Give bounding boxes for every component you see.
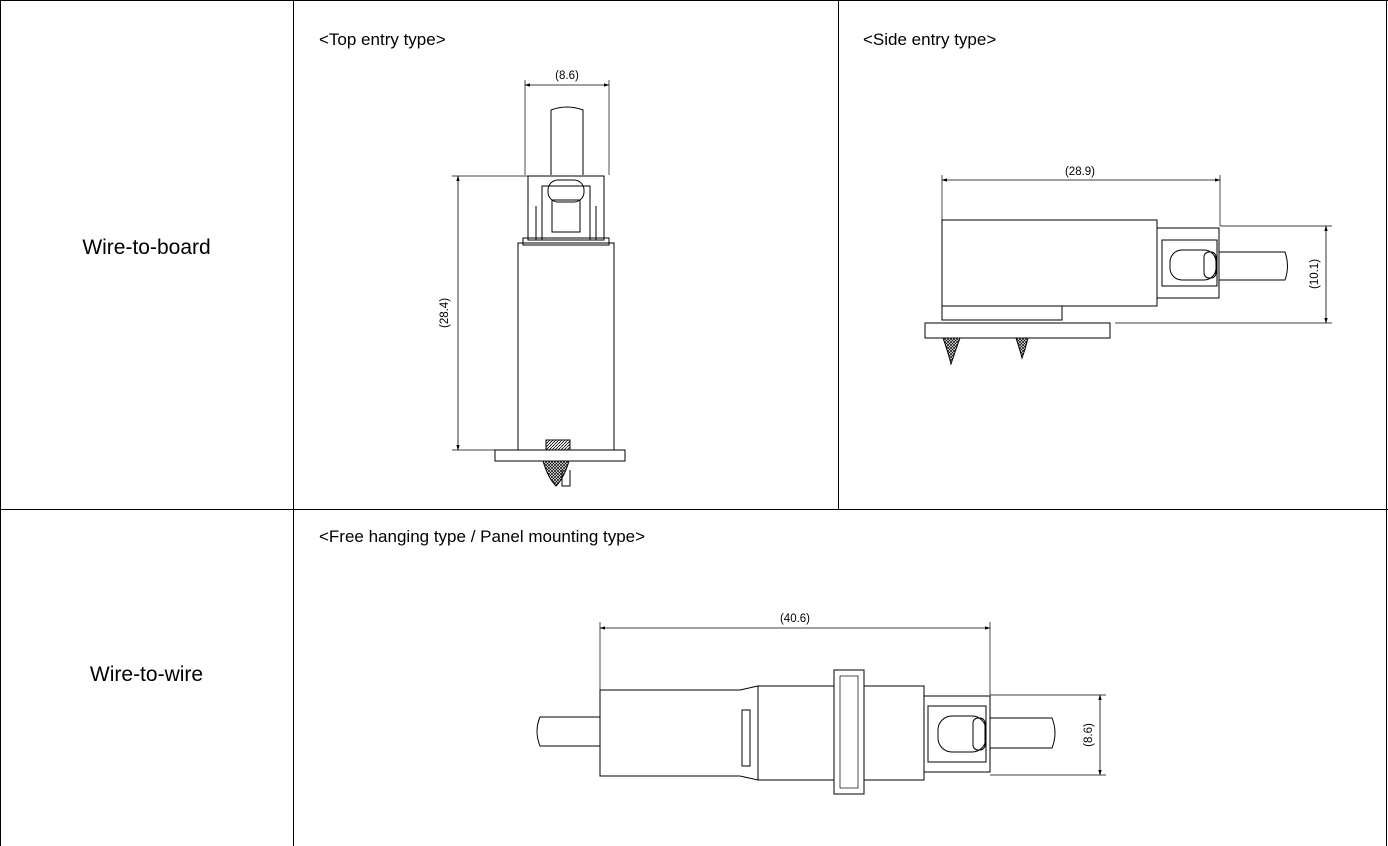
top-entry-title: <Top entry type>: [319, 30, 446, 49]
table-border-left: [0, 0, 1, 846]
w2w-height-dim-label: (8.6): [1083, 723, 1095, 747]
table-border-top: [0, 0, 1388, 1]
w2w-length-dim-label: (40.6): [780, 613, 810, 625]
side-length-dim-label: (28.9): [1065, 166, 1095, 178]
row-label-wire-to-wire: Wire-to-wire: [89, 663, 204, 686]
side-entry-drawing: [924, 175, 1332, 366]
top-width-dim-label: (8.6): [555, 70, 579, 82]
table-column-divider: [293, 0, 294, 846]
top-height-dim-label: (28.4): [439, 298, 451, 328]
table-row-divider: [0, 509, 1388, 510]
table-border-right: [1386, 0, 1387, 846]
top-side-divider: [838, 0, 839, 509]
side-entry-title: <Side entry type>: [863, 30, 997, 49]
side-height-dim-label: (10.1): [1309, 259, 1321, 289]
wire-to-wire-title: <Free hanging type / Panel mounting type…: [319, 527, 646, 546]
wire-to-wire-drawing: [536, 622, 1106, 795]
row-label-wire-to-board: Wire-to-board: [82, 236, 211, 259]
top-entry-drawing: [452, 80, 626, 487]
